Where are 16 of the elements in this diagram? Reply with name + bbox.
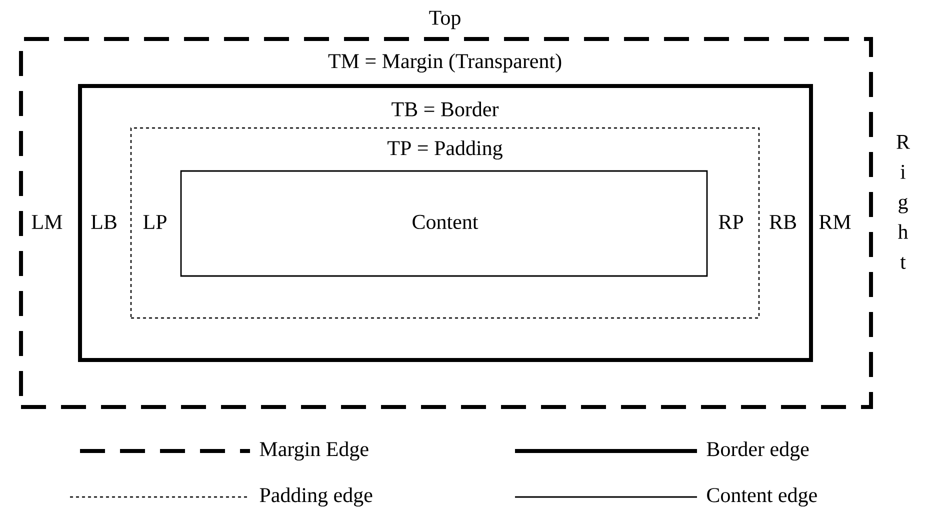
side-label: RB	[770, 215, 796, 229]
side-label: LB	[91, 215, 116, 229]
legend-label: Margin Edge	[260, 441, 368, 461]
side-label: RP	[718, 215, 743, 229]
legend-label: Border edge	[706, 441, 809, 461]
legend-label: Padding edge	[260, 487, 372, 507]
side-label: RM	[819, 215, 851, 229]
legend-label: Content edge	[707, 487, 817, 507]
side-label: LM	[32, 215, 62, 229]
edge-heading: TM = Margin (Transparent)	[328, 53, 562, 73]
edge-heading: Top	[429, 10, 460, 30]
edge-heading: TP = Padding	[388, 140, 502, 160]
vertical-label: Right	[896, 135, 910, 269]
side-label: LP	[143, 215, 166, 229]
edge-heading: TB = Border	[392, 102, 499, 116]
box-label: Content	[412, 214, 478, 230]
